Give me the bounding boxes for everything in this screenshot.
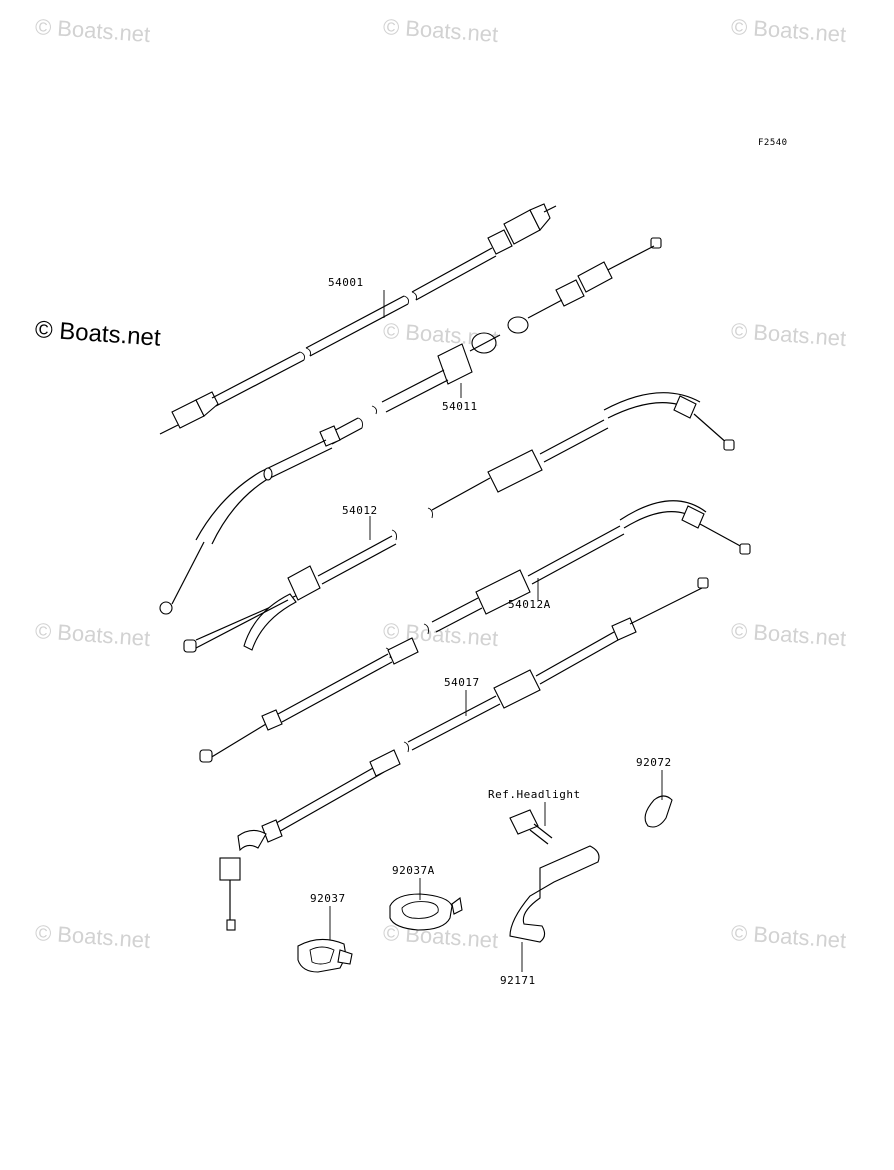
part-label-92037: 92037 (310, 892, 346, 905)
cable-54017[interactable] (199, 577, 709, 931)
part-label-92072: 92072 (636, 756, 672, 769)
bracket-92171[interactable] (509, 845, 600, 972)
part-label-92037a: 92037A (392, 864, 435, 877)
part-label-54011: 54011 (442, 400, 478, 413)
clip-92037a[interactable] (389, 878, 463, 931)
part-label-54001: 54001 (328, 276, 364, 289)
ref-headlight-label: Ref.Headlight (488, 788, 581, 801)
cable-54012[interactable] (159, 392, 735, 653)
part-label-54012a: 54012A (508, 598, 551, 611)
part-label-92171: 92171 (500, 974, 536, 987)
part-label-54012: 54012 (342, 504, 378, 517)
part-label-54017: 54017 (444, 676, 480, 689)
clip-92037[interactable] (297, 906, 353, 973)
cable-54011[interactable] (371, 237, 662, 415)
cable-54012a[interactable] (195, 500, 751, 649)
clamp-92072[interactable] (644, 770, 673, 828)
cable-54001[interactable] (159, 203, 557, 435)
figure-id: F2540 (758, 138, 788, 148)
bolt-ref-headlight[interactable] (509, 802, 553, 845)
